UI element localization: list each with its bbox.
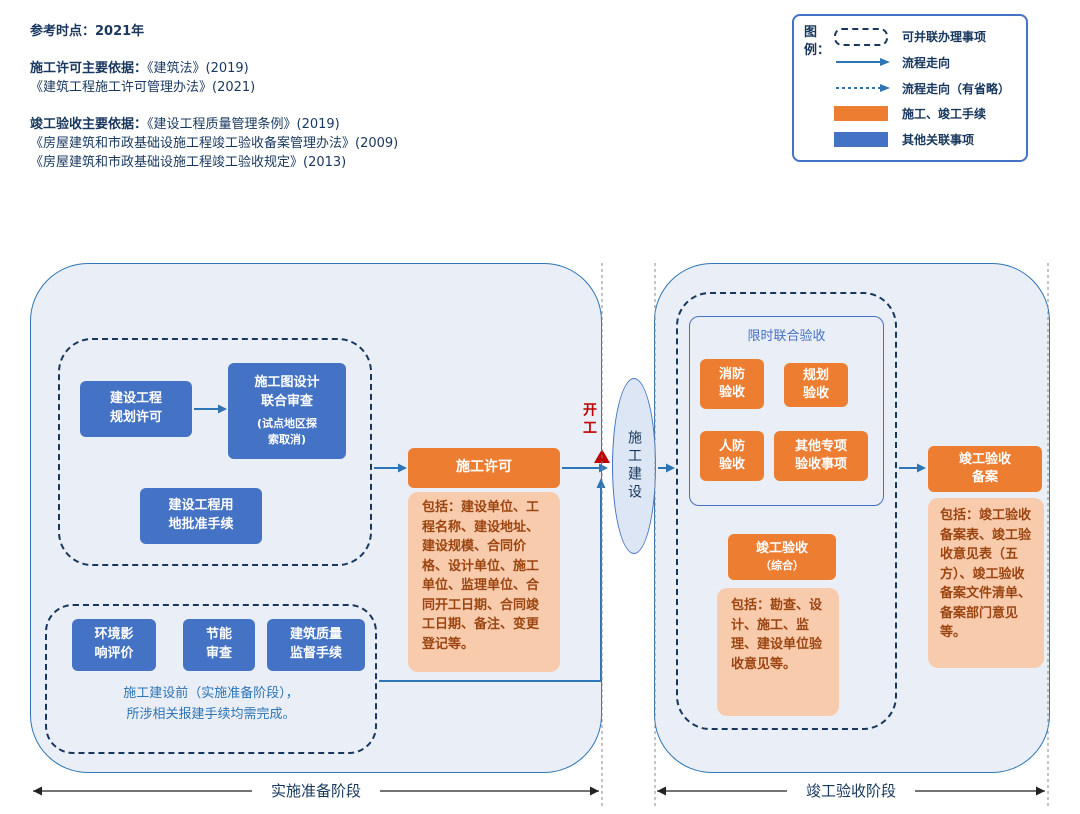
filing-detail: 包括：竣工验收备案表、竣工验收意见表（五方）、竣工验收备案文件清单、备案部门意见… <box>928 498 1044 668</box>
legend-item-orange: 施工、竣工手续 <box>834 101 1020 126</box>
prep-note: 施工建设前（实施准备阶段）， 所涉相关报建手续均需完成。 <box>55 684 367 726</box>
start-work-label: 开工 <box>581 402 597 438</box>
fire-acceptance-box: 消防验收 <box>700 359 764 409</box>
construction-permit-box: 施工许可 <box>408 448 560 488</box>
env-impact-box: 环境影响评价 <box>72 619 156 671</box>
acceptance-dim-arrow-left <box>657 786 666 796</box>
drawing-review-note: (试点地区探索取消) <box>256 416 318 446</box>
final-acceptance-box: 竣工验收 （综合） <box>728 534 836 580</box>
dashed-rounded-rect-icon <box>834 27 902 46</box>
acceptance-stage-label: 竣工验收阶段 <box>787 781 915 801</box>
construction-permit-detail: 包括：建设单位、工程名称、建设地址、建设规模、合同价格、设计单位、施工单位、监理… <box>408 492 560 672</box>
orange-rect-icon <box>834 106 902 122</box>
blue-rect-icon <box>834 132 902 147</box>
acceptance-basis-label: 竣工验收主要依据： <box>30 117 148 132</box>
permit-basis-label: 施工许可主要依据： <box>30 61 148 76</box>
joint-acceptance-group: 限时联合验收 消防验收 规划验收 人防验收 其他专项验收事项 <box>689 316 884 506</box>
acceptance-ref-2: 《房屋建筑和市政基础设施工程竣工验收备案管理办法》(2009) <box>30 136 399 151</box>
energy-review-box: 节能审查 <box>183 619 255 671</box>
acceptance-dim-arrow-right <box>1036 786 1045 796</box>
legend-items: 可并联办理事项 流程走向 流程走向（有省略） 施工、竣工手续 其他关联事 <box>834 24 1020 152</box>
quality-supervision-box: 建筑质量监督手续 <box>267 619 365 671</box>
legend-item-flow: 流程走向 <box>834 50 1020 75</box>
legend-item-flow-omitted: 流程走向（有省略） <box>834 76 1020 101</box>
legend-item-parallel: 可并联办理事项 <box>834 24 1020 49</box>
construction-ellipse: 施工建设 <box>612 378 656 554</box>
acceptance-parallel-group <box>676 292 897 730</box>
reference-time: 参考时点：2021年 <box>30 24 145 39</box>
final-acceptance-sub: （综合） <box>760 559 804 573</box>
prep-note-line2: 所涉相关报建手续均需完成。 <box>126 706 296 722</box>
prep-procedures-group <box>45 604 377 754</box>
prep-dim-arrow-right <box>590 786 599 796</box>
other-special-acceptance-box: 其他专项验收事项 <box>774 431 868 481</box>
dotted-arrow-icon <box>834 82 902 94</box>
acceptance-basis-line1: 竣工验收主要依据：《建设工程质量管理条例》(2019) <box>30 113 340 132</box>
construction-label: 施工建设 <box>626 430 642 502</box>
final-acceptance-detail: 包括：勘查、设计、施工、监理、建设单位验收意见等。 <box>717 588 839 716</box>
prep-parallel-group <box>58 338 372 566</box>
planning-acceptance-box: 规划验收 <box>784 363 848 407</box>
filing-box: 竣工验收备案 <box>928 446 1042 492</box>
permit-ref-1: 《建筑法》(2019) <box>147 61 249 76</box>
planning-permit-box: 建设工程规划许可 <box>80 381 192 437</box>
drawing-review-label: 施工图设计联合审查 <box>254 375 320 410</box>
prep-note-line1: 施工建设前（实施准备阶段）， <box>123 686 299 701</box>
prep-stage-label: 实施准备阶段 <box>252 781 380 801</box>
joint-acceptance-title: 限时联合验收 <box>747 329 826 344</box>
permit-basis-line1: 施工许可主要依据：《建筑法》(2019) <box>30 57 249 76</box>
legend-box: 图例： 可并联办理事项 流程走向 流程走向（有省略） 施工、竣工手续 <box>792 14 1028 162</box>
drawing-review-box: 施工图设计联合审查 (试点地区探索取消) <box>228 363 346 459</box>
acceptance-ref-3: 《房屋建筑和市政基础设施工程竣工验收规定》(2013) <box>30 155 347 170</box>
prep-dim-arrow-left <box>33 786 42 796</box>
civil-defense-acceptance-box: 人防验收 <box>700 431 764 481</box>
legend-item-blue: 其他关联事项 <box>834 127 1020 152</box>
final-acceptance-label: 竣工验收 <box>755 541 808 557</box>
legend-title: 图例： <box>804 25 831 58</box>
solid-arrow-icon <box>834 56 902 68</box>
acceptance-ref-1: 《建设工程质量管理条例》(2019) <box>147 117 340 132</box>
land-approval-box: 建设工程用地批准手续 <box>140 488 262 544</box>
permit-ref-2: 《建筑工程施工许可管理办法》(2021) <box>30 80 256 95</box>
